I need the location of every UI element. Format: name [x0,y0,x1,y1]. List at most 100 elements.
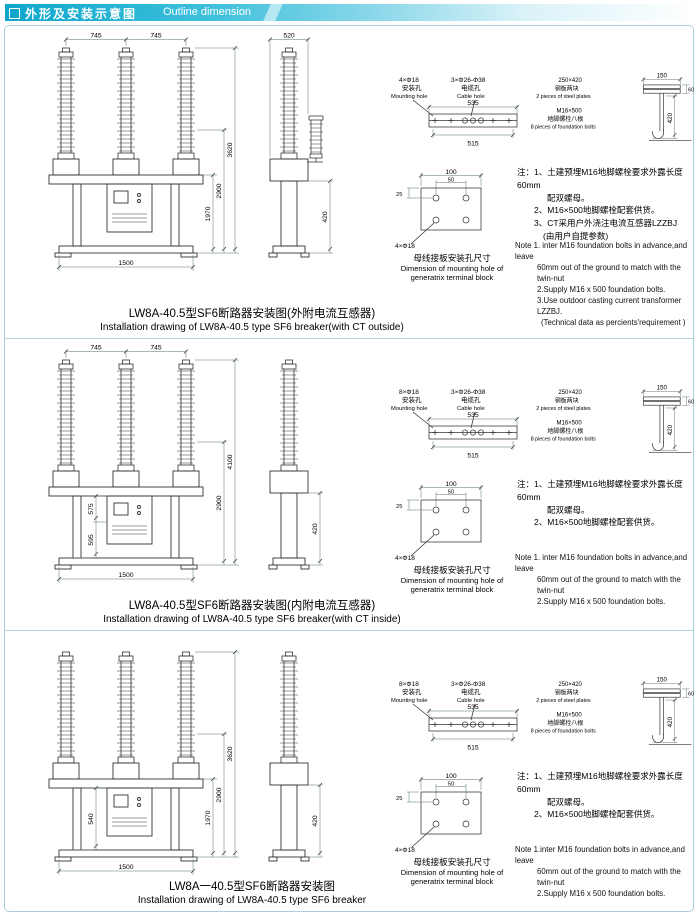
mounting-holes-label: 4×Φ18 [399,77,419,84]
dim-bolt-height: 420 [667,424,674,435]
page-title-en: Outline dimension [163,6,252,18]
terminal-pad-caption: 母线接板安装孔尺寸 Dimension of mounting hole of … [400,253,504,282]
section-marker-icon [9,8,20,19]
svg-text:钢板两块: 钢板两块 [555,688,579,696]
mounting-hole-detail: 8×Φ18 安装孔 Mounting hole 3×Φ26-Φ38 电缆孔 Ca… [391,681,520,752]
dim-bolt-top: 150 [657,385,668,392]
svg-text:2 pieces of steel plates: 2 pieces of steel plates [536,406,591,412]
dim-base-width: 1500 [118,260,133,267]
dim-height-total: 3620 [227,746,234,761]
side-view [269,652,309,861]
svg-text:8 pieces of foundation bolts: 8 pieces of foundation bolts [531,436,596,442]
panel-basic: 1970 2900 3620 540 1500 420 8×Φ18 安装孔 Mo… [5,630,694,911]
dim-side-support: 420 [322,211,329,223]
panel-caption: LW8A-40.5型SF6断路器安装图(内附电流互感器) Installatio… [17,597,487,625]
detail-column: 8×Φ18 安装孔 Mounting hole 3×Φ26-Φ38 电缆孔 Ca… [351,630,694,911]
cable-holes-label: 3×Φ26-Φ38 [451,77,486,84]
notes-chinese: 注：1、土建预埋M16地脚螺栓要求外露长度60mm 配双螺母。 2、M16×50… [517,771,683,820]
terminal-pad-detail: 100 50 25 4×Φ18 母线接板安装孔尺寸 Dimension of m… [393,480,511,594]
mounting-holes-label: 8×Φ18 [399,389,419,396]
caption-zh: LW8A一40.5型SF6断路器安装图 [169,881,335,893]
svg-text:Mounting hole: Mounting hole [391,698,427,704]
svg-text:地脚螺栓八根: 地脚螺栓八根 [547,719,583,727]
dim-pad-outer: 100 [445,481,457,488]
notes-english: Note 1. inter M16 foundation bolts in ad… [515,241,688,328]
pad-holes-label: 4×Φ18 [395,847,415,854]
breaker-drawing-basic: 1970 2900 3620 540 1500 420 [11,649,323,875]
side-view [269,48,309,257]
dim-pad-inner: 50 [448,178,454,184]
detail-column: 8×Φ18 安装孔 Mounting hole 3×Φ26-Φ38 电缆孔 Ca… [351,338,694,630]
bolt-size: M16×500 [557,421,583,427]
dim-pole-span-1: 745 [90,345,102,352]
svg-text:地脚螺栓八根: 地脚螺栓八根 [547,427,583,435]
panel-ct-outside: 745 745 520 1970 2900 3620 1500 420 [5,26,694,339]
svg-text:Mounting hole: Mounting hole [391,94,427,100]
svg-text:2 pieces of steel plates: 2 pieces of steel plates [536,698,591,704]
svg-text:Cable hole: Cable hole [457,94,485,100]
dimension-lines: 745 745 2900 4100 575 595 1500 420 [56,345,323,583]
svg-text:电缆孔: 电缆孔 [461,687,481,696]
plate-size: 250×420 [558,682,582,688]
page-title-zh: 外形及安装示意图 [25,7,138,21]
dim-pad-inner: 50 [448,782,454,788]
dim-bolt-offset: 60 [688,87,694,93]
breaker-drawing-ct-inside: 745 745 2900 4100 575 595 1500 420 [11,345,323,583]
side-view [269,360,309,569]
bolt-size: M16×500 [557,109,583,115]
dim-mounting-width2: 515 [467,453,479,460]
svg-text:安装孔: 安装孔 [402,83,422,92]
header-gradient-bar [5,4,695,21]
front-view [49,48,203,257]
dim-height-total: 3620 [227,142,234,157]
dim-pole-span-2: 745 [150,33,162,40]
dim-height-low: 1970 [205,810,212,825]
foundation-bolt-detail: 250×420 钢板两块 2 pieces of steel plates M1… [531,677,694,745]
notes-chinese: 注：1、土建预埋M16地脚螺栓要求外露长度60mm 配双螺母。 2、M16×50… [517,167,683,241]
dim-pole-span-1: 745 [90,33,102,40]
svg-text:Mounting hole: Mounting hole [391,406,427,412]
svg-text:Cable hole: Cable hole [457,406,485,412]
mounting-hole-detail: 4×Φ18 安装孔 Mounting hole 3×Φ26-Φ38 电缆孔 Ca… [391,77,520,148]
mounting-holes-label: 8×Φ18 [399,681,419,688]
dim-left-1: 575 [88,503,95,515]
dim-mounting-width: 535 [467,704,479,711]
notes-english: Note 1.inter M16 foundation bolts in adv… [515,845,685,899]
plate-size: 250×420 [558,390,582,396]
content-frame: 745 745 520 1970 2900 3620 1500 420 [4,25,694,912]
svg-text:电缆孔: 电缆孔 [461,83,481,92]
ct-column [307,115,324,163]
svg-text:8 pieces of foundation bolts: 8 pieces of foundation bolts [531,728,596,734]
svg-text:钢板两块: 钢板两块 [555,396,579,404]
dimension-lines: 1970 2900 3620 540 1500 420 [56,649,323,875]
panel-ct-inside: 745 745 2900 4100 575 595 1500 420 [5,338,694,631]
dim-bolt-top: 150 [657,73,668,80]
pad-holes-label: 4×Φ18 [395,555,415,562]
front-view [49,360,203,569]
detail-column: 4×Φ18 安装孔 Mounting hole 3×Φ26-Φ38 电缆孔 Ca… [351,26,694,338]
dim-pad-edge: 25 [396,192,402,198]
dim-pad-inner: 50 [448,490,454,496]
panel-caption: LW8A一40.5型SF6断路器安装图 Installation drawing… [17,878,487,906]
svg-text:地脚螺栓八根: 地脚螺栓八根 [547,115,583,123]
dim-pad-outer: 100 [445,169,457,176]
svg-text:安装孔: 安装孔 [402,687,422,696]
terminal-pad-detail: 100 50 25 4×Φ18 母线接板安装孔尺寸 Dimension of m… [393,168,511,282]
terminal-pad-caption: 母线接板安装孔尺寸 Dimension of mounting hole of … [400,857,504,886]
caption-zh: LW8A-40.5型SF6断路器安装图(外附电流互感器) [128,308,376,320]
panel-caption: LW8A-40.5型SF6断路器安装图(外附电流互感器) Installatio… [17,305,487,333]
notes-chinese: 注：1、土建预埋M16地脚螺栓要求外露长度60mm 配双螺母。 2、M16×50… [517,479,683,528]
page-header: 外形及安装示意图 Outline dimension [5,4,695,21]
svg-text:钢板两块: 钢板两块 [555,84,579,92]
dim-pole-span-2: 745 [150,345,162,352]
caption-zh: LW8A-40.5型SF6断路器安装图(内附电流互感器) [128,600,376,612]
dim-height-mid: 2900 [216,183,223,198]
notes-english: Note 1. inter M16 foundation bolts in ad… [515,553,688,607]
breaker-drawing-ct-outside: 745 745 520 1970 2900 3620 1500 420 [11,33,333,271]
terminal-pad-caption: 母线接板安装孔尺寸 Dimension of mounting hole of … [400,565,504,594]
dim-pad-edge: 25 [396,504,402,510]
caption-en: Installation drawing of LW8A-40.5 type S… [137,895,367,906]
dim-bolt-offset: 60 [688,399,694,405]
dim-side-support: 420 [312,815,319,827]
